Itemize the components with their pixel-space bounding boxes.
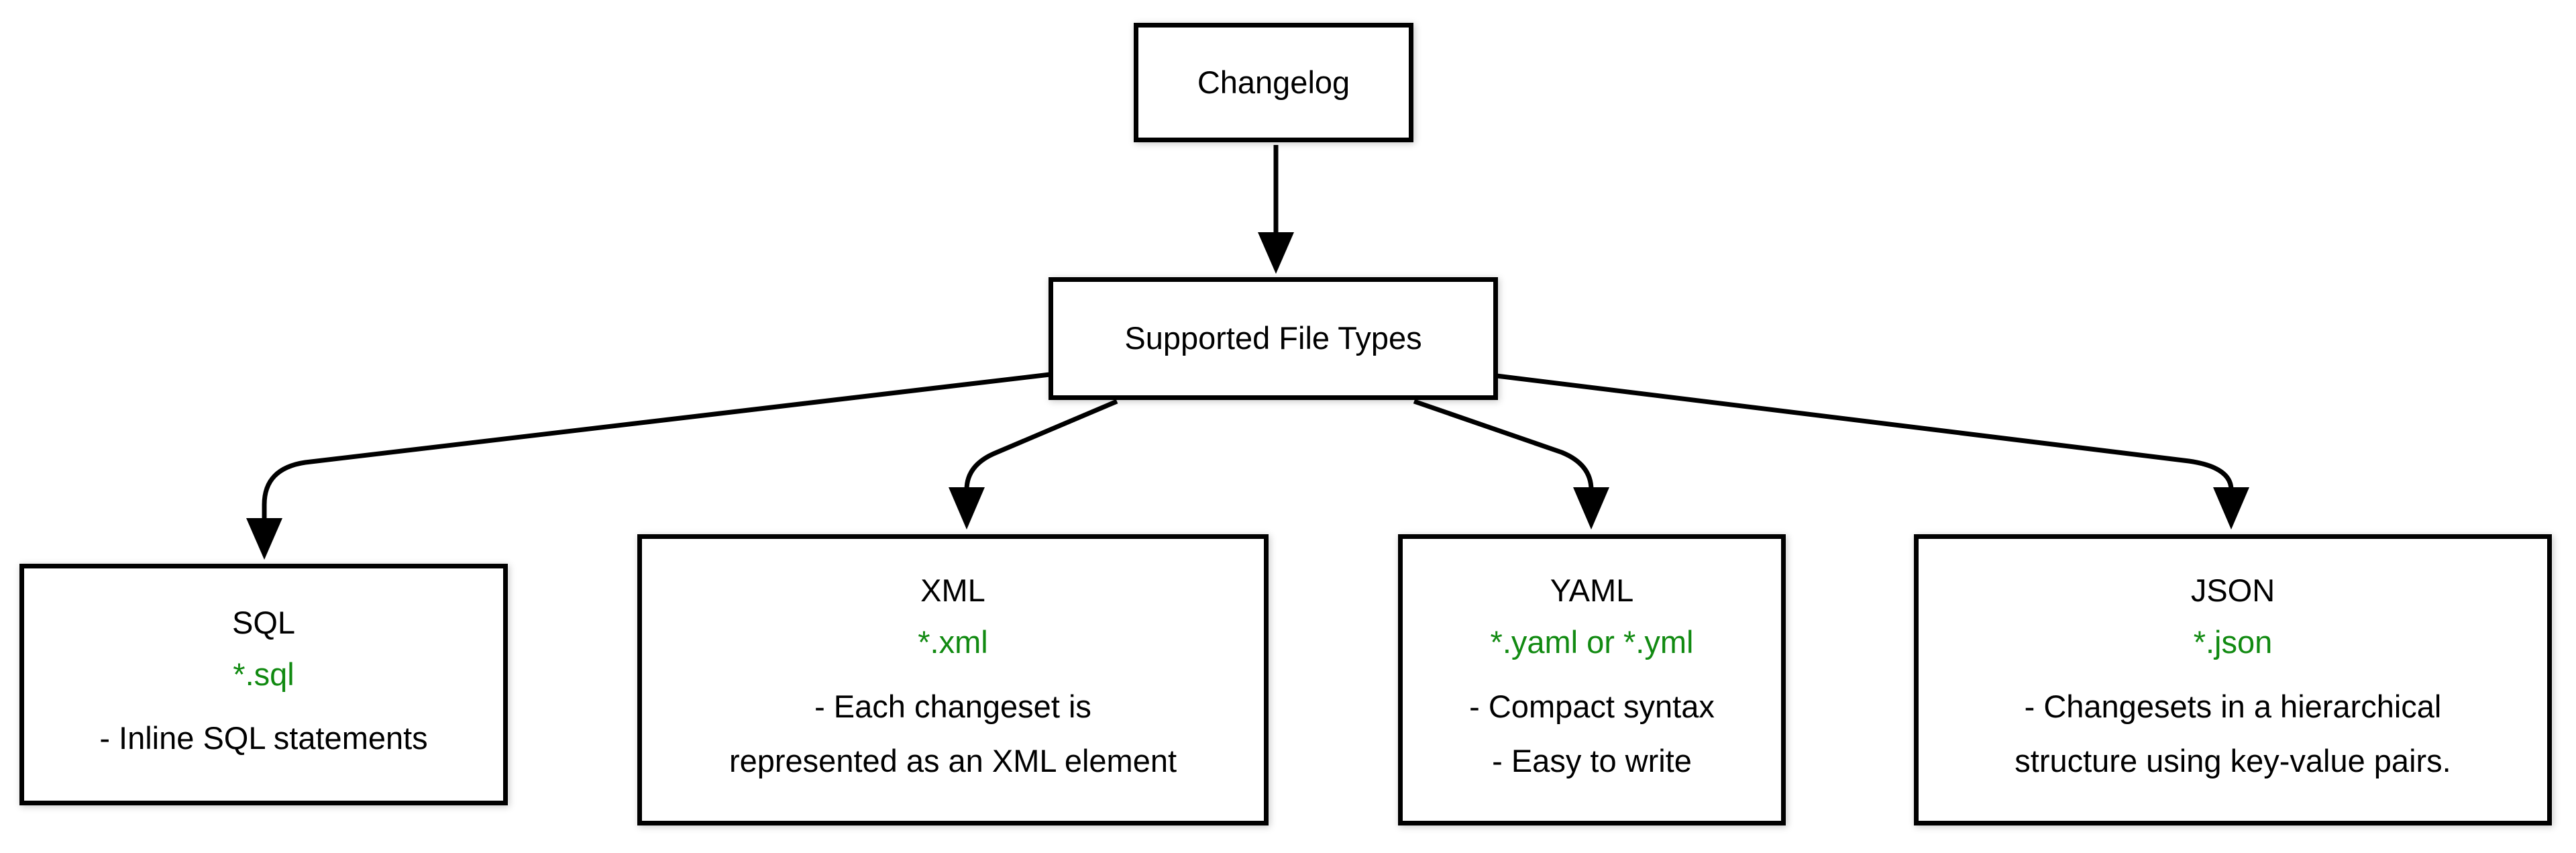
arrowhead-icon — [1258, 232, 1294, 274]
arrowhead-icon — [246, 518, 282, 560]
description-line: - Compact syntax — [1469, 688, 1715, 724]
description-line: represented as an XML element — [729, 742, 1177, 779]
arrowhead-icon — [2213, 487, 2249, 530]
connector-line — [1496, 373, 2234, 491]
node-xml: XML *.xml - Each changeset is represente… — [637, 534, 1269, 825]
node-xml-extension: *.xml — [918, 624, 988, 660]
node-json: JSON *.json - Changesets in a hierarchic… — [1914, 534, 2552, 825]
node-supported-file-types-label: Supported File Types — [1124, 320, 1422, 356]
node-sql: SQL *.sql - Inline SQL statements — [19, 564, 508, 805]
connector-line — [964, 399, 1118, 491]
connector-supported-to-sql — [246, 372, 1051, 560]
node-yaml-description: - Compact syntax - Easy to write — [1469, 680, 1715, 789]
node-yaml-title: YAML — [1550, 572, 1634, 609]
node-sql-extension: *.sql — [233, 656, 294, 692]
node-yaml-extension: *.yaml or *.yml — [1490, 624, 1694, 660]
arrowhead-icon — [949, 487, 985, 530]
connector-line — [262, 372, 1051, 519]
connector-line — [1413, 399, 1594, 491]
node-sql-description: - Inline SQL statements — [99, 711, 427, 766]
node-json-extension: *.json — [2193, 624, 2273, 660]
connector-supported-to-xml — [949, 399, 1118, 530]
description-line: structure using key-value pairs. — [2015, 742, 2451, 779]
description-line: - Each changeset is — [814, 688, 1091, 724]
node-supported-file-types: Supported File Types — [1049, 277, 1498, 400]
node-xml-title: XML — [920, 572, 985, 609]
node-yaml: YAML *.yaml or *.yml - Compact syntax - … — [1398, 534, 1786, 825]
connector-changelog-to-supported — [1258, 145, 1294, 274]
node-changelog-label: Changelog — [1197, 64, 1350, 100]
description-line: - Changesets in a hierarchical — [2024, 688, 2442, 724]
node-sql-title: SQL — [231, 604, 296, 640]
arrowhead-icon — [1573, 487, 1609, 530]
connector-supported-to-yaml — [1413, 399, 1609, 530]
node-xml-description: - Each changeset is represented as an XM… — [729, 680, 1177, 789]
node-json-description: - Changesets in a hierarchical structure… — [2015, 680, 2451, 789]
connector-supported-to-json — [1496, 373, 2249, 530]
node-json-title: JSON — [2190, 572, 2275, 609]
description-line: - Easy to write — [1492, 742, 1692, 779]
description-line: - Inline SQL statements — [99, 720, 428, 756]
node-changelog: Changelog — [1134, 23, 1413, 142]
